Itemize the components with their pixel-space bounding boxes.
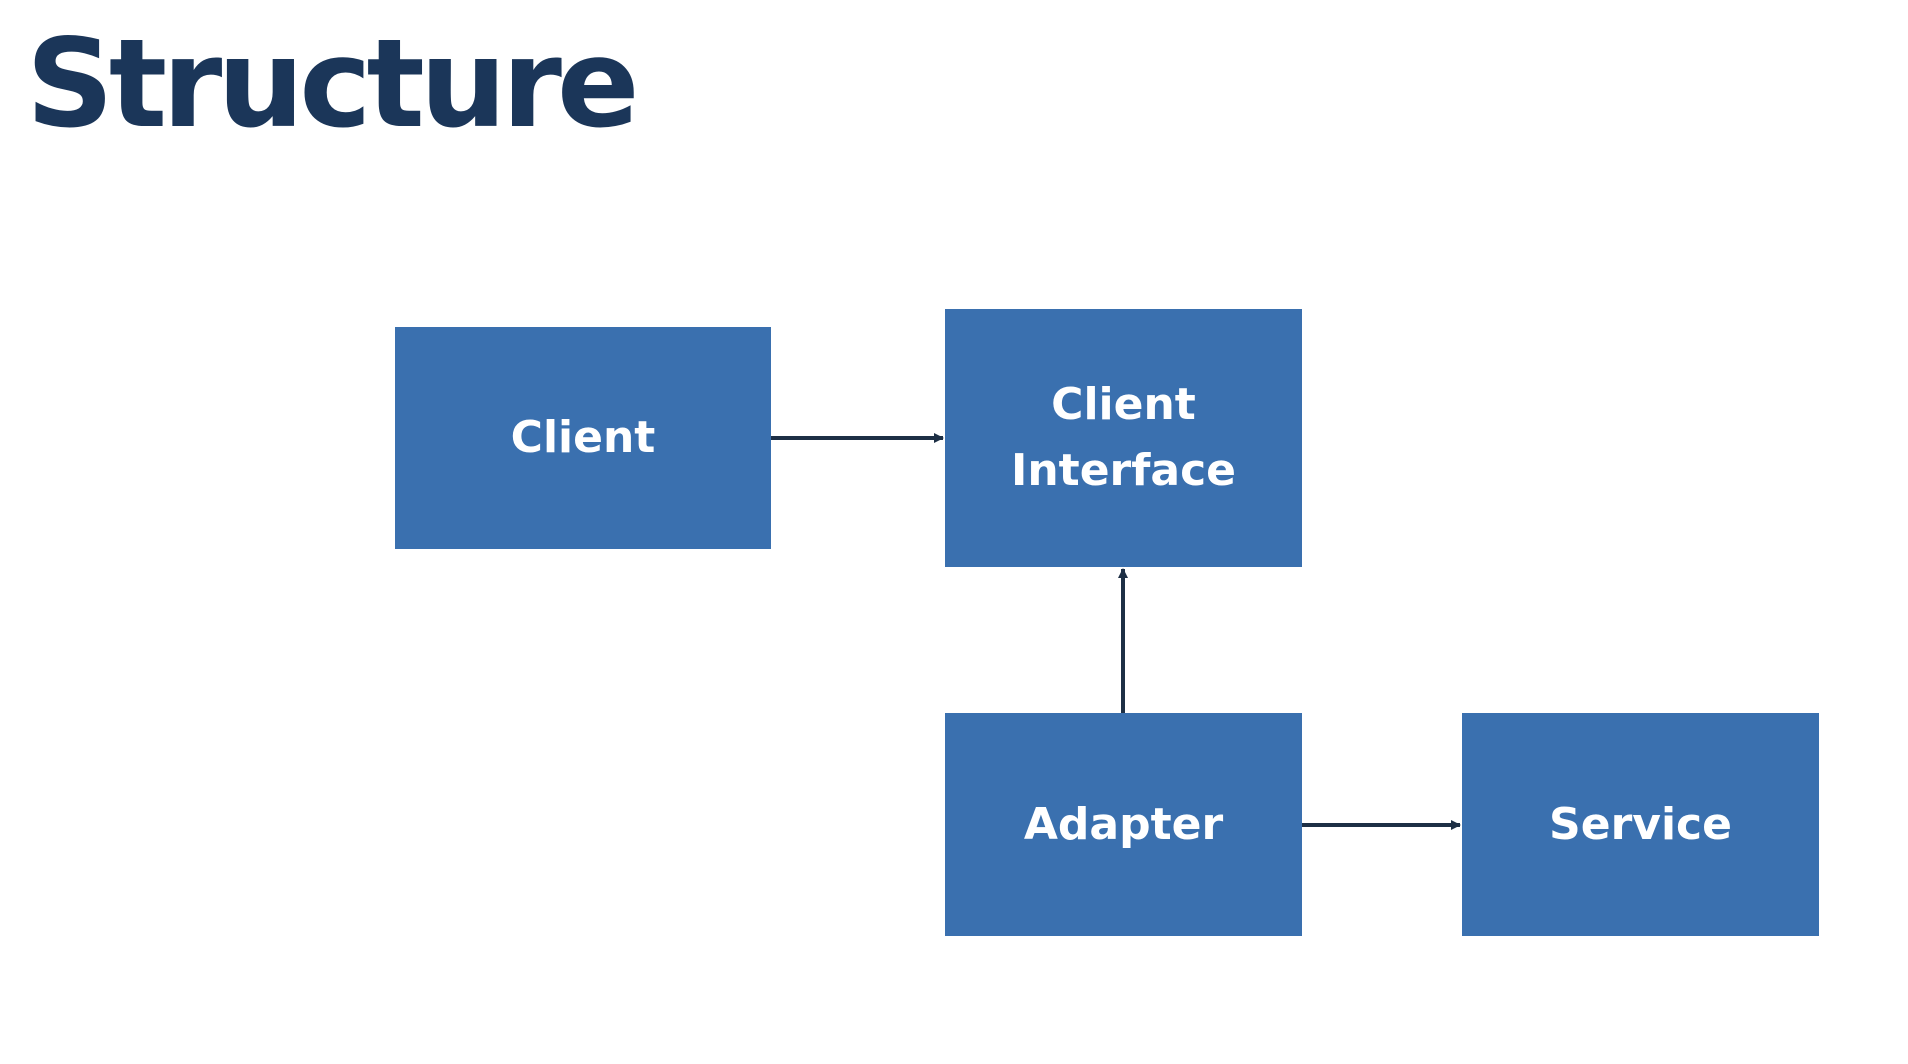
client-box-label: Client: [510, 412, 656, 463]
service-box: Service: [1462, 713, 1819, 936]
service-box-label: Service: [1549, 798, 1732, 850]
adapter-box-label: Adapter: [1023, 798, 1224, 850]
slide-title: Structure: [26, 13, 640, 155]
client-box: Client: [395, 327, 771, 549]
client-interface-box: Client Interface: [945, 309, 1302, 567]
client-interface-box-label: Client Interface: [1010, 379, 1237, 496]
adapter-box: Adapter: [945, 713, 1302, 936]
